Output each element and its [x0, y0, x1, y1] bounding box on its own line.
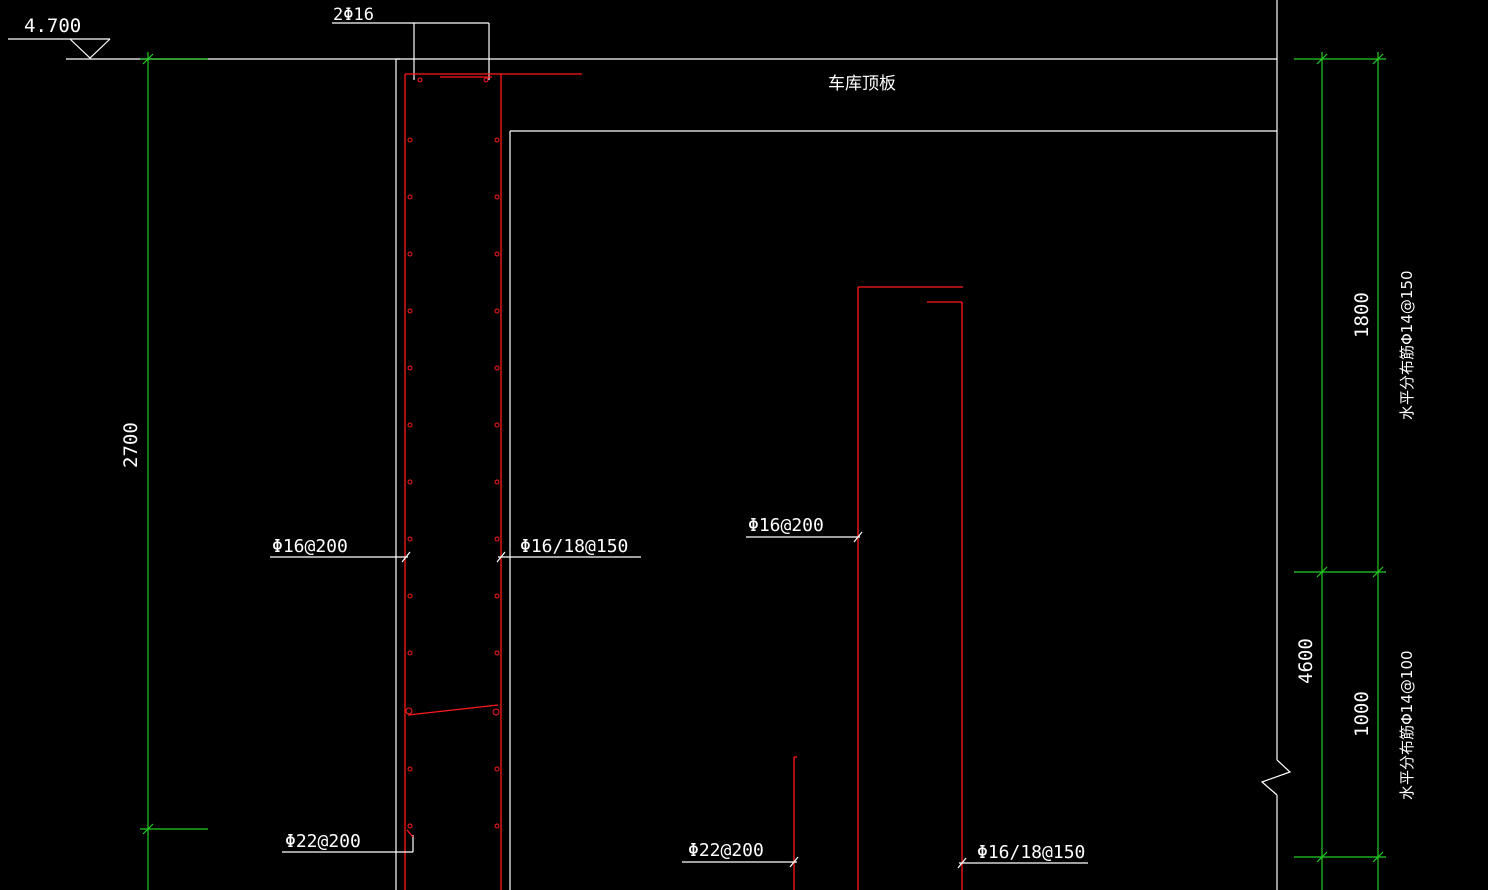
column-left-callout: Φ16@200: [746, 515, 863, 543]
rebar-dot: [407, 137, 413, 143]
wall-bottom-label: Φ22@200: [285, 831, 361, 852]
elevation-marker: 4.700: [8, 15, 400, 60]
rebar-dot: [407, 479, 413, 485]
rebar-dot: [494, 251, 500, 257]
rebar-dot: [407, 194, 413, 200]
rebar-dot: [494, 536, 500, 542]
rebar-dot: [407, 308, 413, 314]
top-bars-callout: 2Φ16: [332, 5, 490, 80]
left-dimension: 2700: [120, 52, 208, 890]
rebar-dot: [407, 766, 413, 772]
slab-label: 车库顶板: [828, 74, 896, 94]
wall-outer-label: Φ16@200: [272, 536, 348, 557]
structure-outline: [395, 0, 1292, 890]
rebar-dot: [407, 823, 413, 829]
note-distribution-upper: 水平分布筋Φ14@150: [1398, 270, 1416, 420]
right-dimensions: 4600 1800 1000 水平分布筋Φ14@150 水平分布筋Φ14@100: [1294, 52, 1416, 890]
wall-outer-callout: Φ16@200: [270, 536, 411, 563]
rebar-dot: [494, 194, 500, 200]
rebar-dot: [494, 365, 500, 371]
rebar-dot: [494, 650, 500, 656]
column-bottom-callout: Φ22@200: [682, 840, 799, 868]
rebar-dot: [494, 479, 500, 485]
rebar-dot: [407, 536, 413, 542]
dim-right-upper: 1800: [1351, 292, 1373, 338]
rebar-dot: [494, 823, 500, 829]
wall-inner-callout: Φ16/18@150: [496, 536, 641, 563]
rebar-dot: [494, 593, 500, 599]
rebar-dot: [407, 365, 413, 371]
column-right-callout: Φ16/18@150: [957, 842, 1088, 869]
rebar-dot: [407, 422, 413, 428]
elevation-label: 4.700: [24, 15, 81, 37]
column-left-label: Φ16@200: [748, 515, 824, 536]
column-rebar: [793, 286, 963, 890]
rebar-dot: [494, 308, 500, 314]
rebar-dot: [407, 593, 413, 599]
rebar-dot: [407, 251, 413, 257]
dim-left-height: 2700: [120, 422, 142, 468]
wall-rebar: [404, 73, 582, 890]
rebar-dot: [494, 766, 500, 772]
column-bottom-label: Φ22@200: [688, 840, 764, 861]
note-distribution-lower: 水平分布筋Φ14@100: [1398, 650, 1416, 800]
wall-bottom-callout: Φ22@200: [282, 829, 414, 853]
top-bars-label: 2Φ16: [333, 5, 374, 25]
dim-right-lower: 1000: [1351, 691, 1373, 737]
column-right-label: Φ16/18@150: [977, 842, 1085, 863]
rebar-dot: [494, 422, 500, 428]
rebar-dot: [494, 137, 500, 143]
rebar-dot: [407, 650, 413, 656]
wall-rebar-dots: [407, 137, 500, 829]
dim-right-total: 4600: [1295, 638, 1317, 684]
wall-inner-label: Φ16/18@150: [520, 536, 628, 557]
